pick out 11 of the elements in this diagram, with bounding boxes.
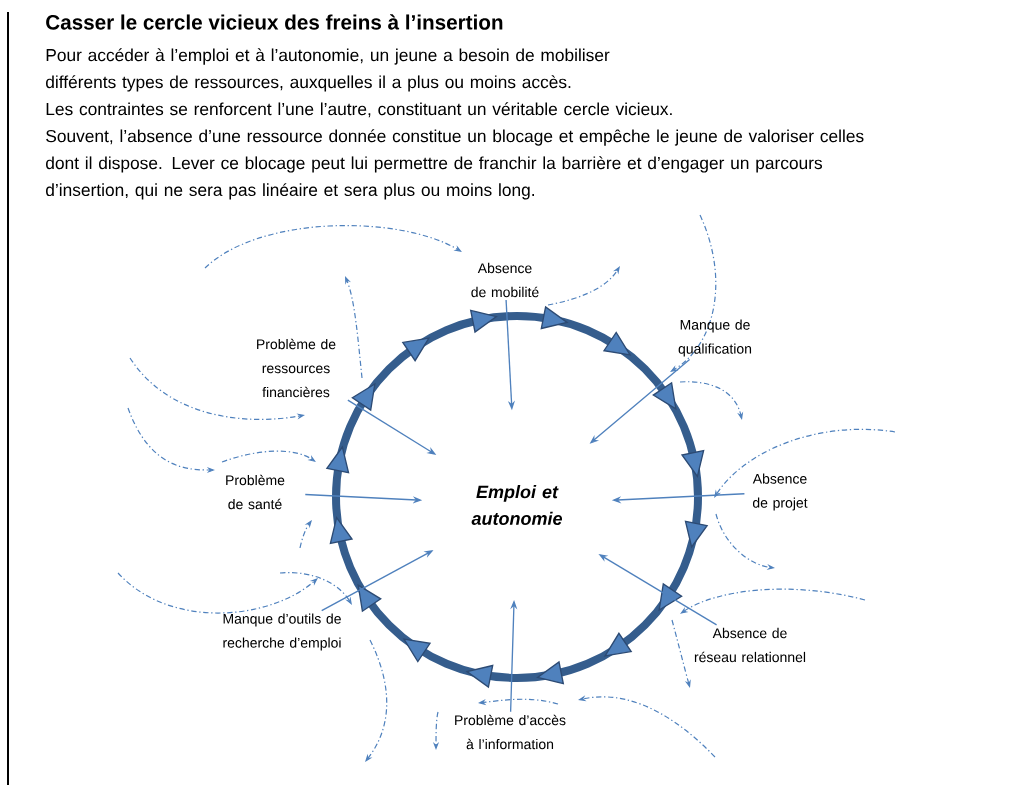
- barrier-label: Manque d’outils de recherche d’emploi: [223, 613, 341, 651]
- barrier-label: Absence de projet: [752, 473, 808, 511]
- paragraph-text: Pour accéder à l’emploi et à l’autonomie, un jeune a besoin de mobiliser différents types de ressources, auxquelles il a plus ou moins accès.: [46, 48, 610, 92]
- barrier-label: Problème d’accès à l’information: [455, 714, 566, 750]
- title: Casser le cercle vicieux des freins à l’insertion: [46, 14, 503, 30]
- barrier-label: Problème de santé: [226, 474, 285, 510]
- barrier-label: Absence de réseau relationnel: [694, 627, 806, 663]
- barrier-label: Absence de mobilité: [471, 262, 539, 298]
- paragraph-text: Souvent, l’absence d’une ressource donnée constitue un blocage et empêche le jeune de valoriser celles dont il dispose. Lever ce blocage peut lui permettre de franchir la barrière et d’engager un parcours d’insertion, qui ne sera pas linéaire et sera plus ou moins long.: [46, 129, 864, 200]
- paragraph-text: Les contraintes se renforcent l’une l’autre, constituant un véritable cercle vicieux.: [46, 102, 672, 118]
- barrier-label: Problème de ressources financières: [257, 338, 336, 398]
